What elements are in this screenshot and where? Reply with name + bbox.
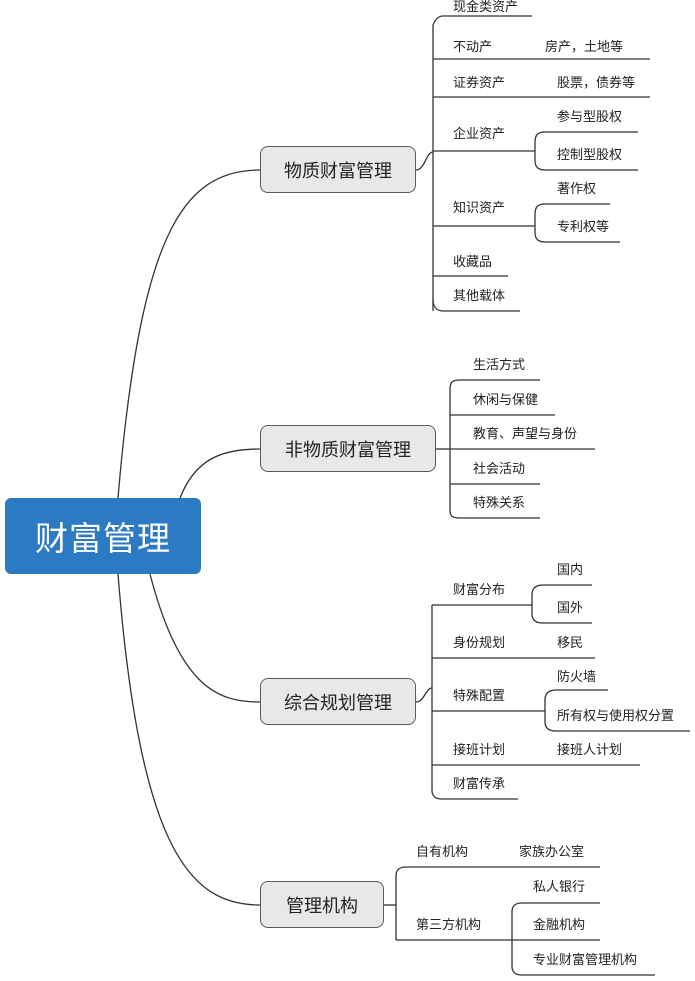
subtopic-succession[interactable]: 接班计划 [453, 743, 506, 758]
subtopic-leisure[interactable]: 休闲与保健 [473, 393, 539, 408]
detail-domestic[interactable]: 国内 [557, 563, 584, 578]
subtopic-lifestyle[interactable]: 生活方式 [473, 358, 526, 373]
subtopic-own-institution[interactable]: 自有机构 [416, 845, 469, 860]
detail-immigration[interactable]: 移民 [557, 636, 584, 651]
subtopic-identity[interactable]: 身份规划 [453, 636, 506, 651]
detail-overseas[interactable]: 国外 [557, 601, 584, 616]
detail-private-bank[interactable]: 私人银行 [533, 880, 586, 895]
subtopic-other[interactable]: 其他载体 [453, 289, 506, 304]
subtopic-education[interactable]: 教育、声望与身份 [473, 427, 578, 442]
detail-family-office[interactable]: 家族办公室 [519, 845, 585, 860]
detail-patent[interactable]: 专利权等 [557, 220, 610, 235]
detail-successor[interactable]: 接班人计划 [557, 743, 623, 758]
subtopic-realestate[interactable]: 不动产 [453, 40, 493, 55]
topic-institutions[interactable]: 管理机构 [260, 881, 384, 928]
subtopic-enterprise[interactable]: 企业资产 [453, 127, 506, 142]
detail-firewall[interactable]: 防火墙 [557, 670, 597, 685]
subtopic-social[interactable]: 社会活动 [473, 462, 526, 477]
topic-material-wealth[interactable]: 物质财富管理 [260, 146, 416, 193]
subtopic-knowledge[interactable]: 知识资产 [453, 201, 506, 216]
detail-equity-control[interactable]: 控制型股权 [557, 148, 623, 163]
subtopic-special[interactable]: 特殊配置 [453, 689, 506, 704]
detail-professional[interactable]: 专业财富管理机构 [533, 953, 638, 968]
root-topic[interactable]: 财富管理 [5, 498, 201, 574]
detail-securities[interactable]: 股票，债券等 [557, 76, 636, 91]
subtopic-collectibles[interactable]: 收藏品 [453, 255, 493, 270]
topic-nonmaterial-wealth[interactable]: 非物质财富管理 [260, 425, 436, 472]
subtopic-cash[interactable]: 现金类资产 [453, 0, 519, 15]
subtopic-relations[interactable]: 特殊关系 [473, 496, 526, 511]
subtopic-distribution[interactable]: 财富分布 [453, 583, 506, 598]
subtopic-securities[interactable]: 证券资产 [453, 76, 506, 91]
detail-equity-participate[interactable]: 参与型股权 [557, 110, 623, 125]
detail-copyright[interactable]: 著作权 [557, 182, 597, 197]
subtopic-inheritance[interactable]: 财富传承 [453, 777, 506, 792]
detail-realestate[interactable]: 房产，土地等 [545, 40, 624, 55]
subtopic-third-party[interactable]: 第三方机构 [416, 918, 482, 933]
detail-financial[interactable]: 金融机构 [533, 918, 586, 933]
topic-planning[interactable]: 综合规划管理 [260, 678, 416, 725]
detail-separation[interactable]: 所有权与使用权分置 [557, 709, 675, 724]
